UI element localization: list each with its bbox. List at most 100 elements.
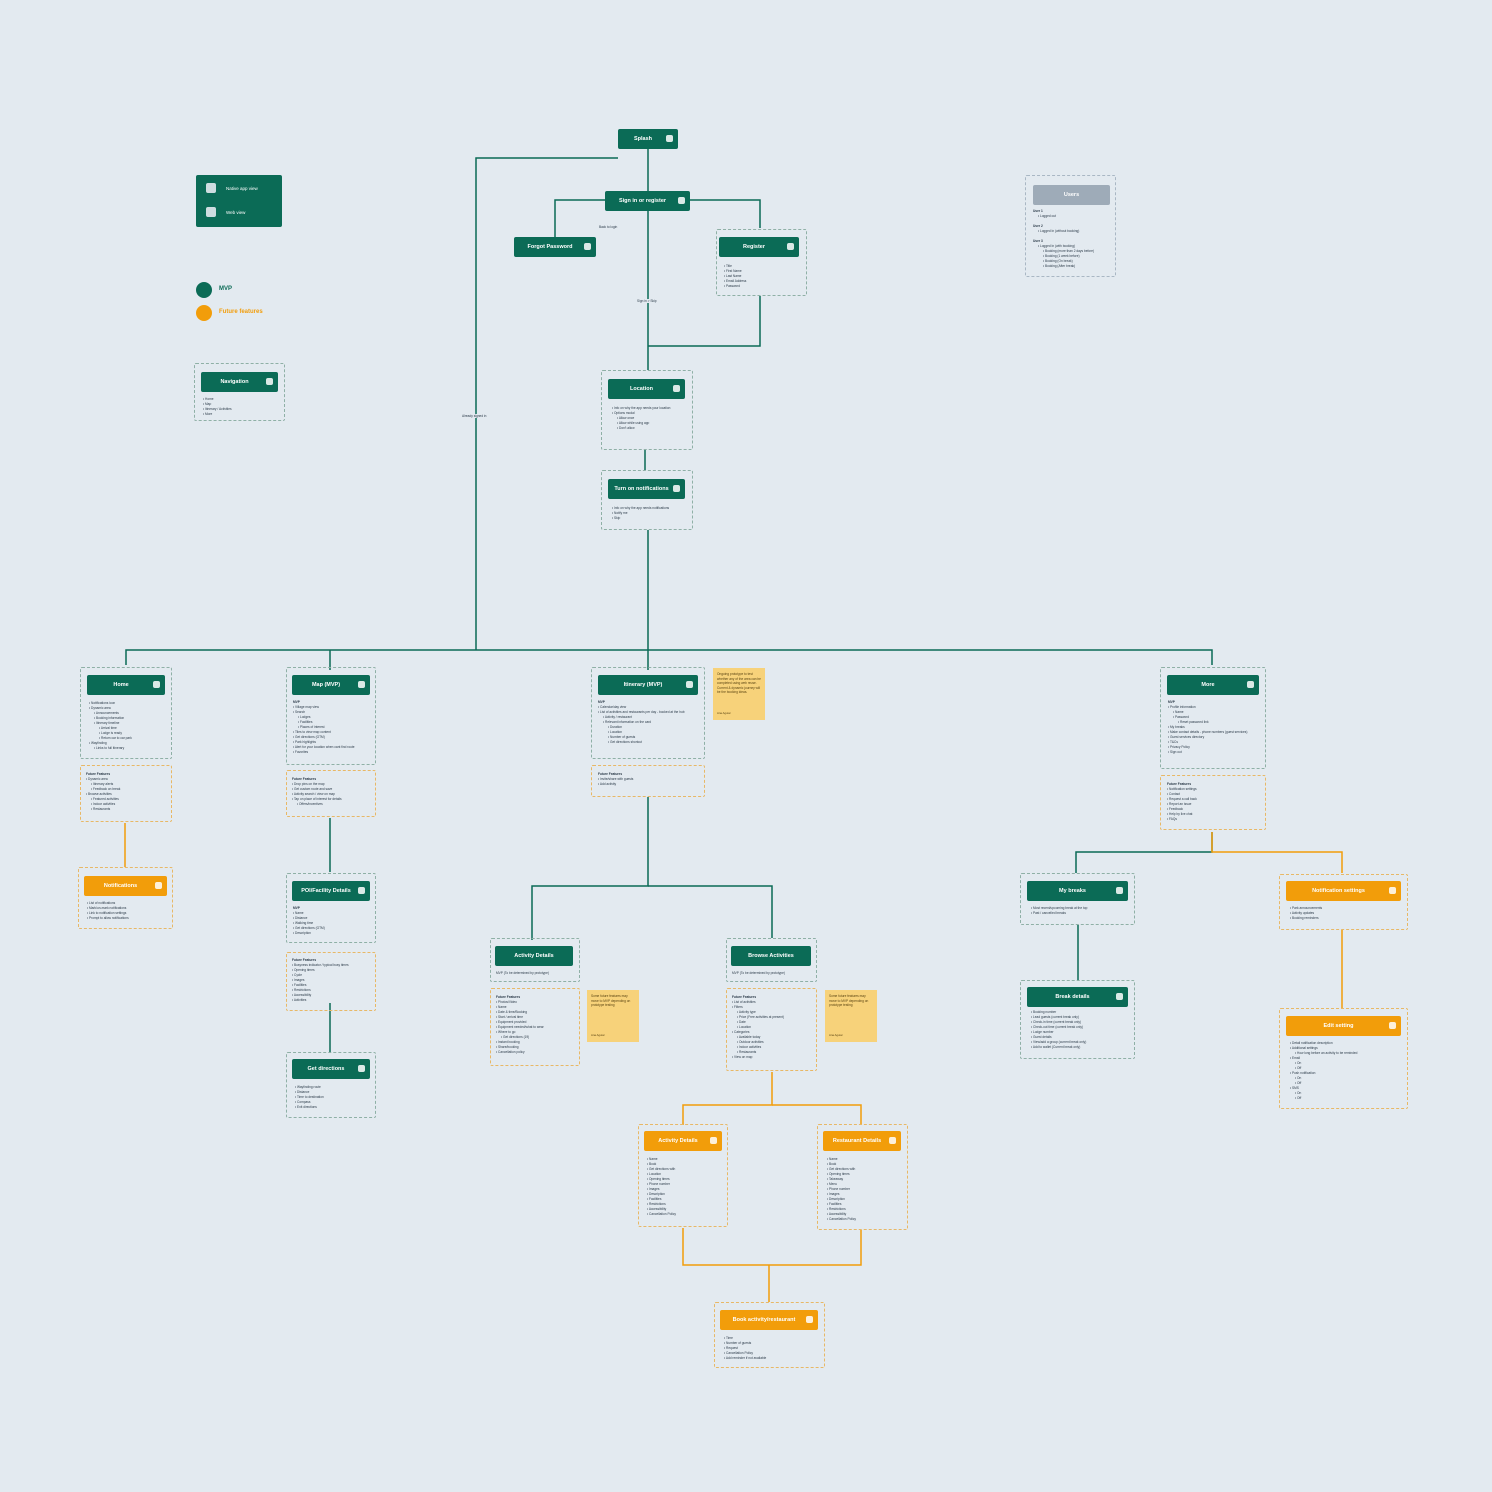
note-item: Date & time/Booking <box>496 1010 544 1015</box>
note-item: Detail notification description <box>1290 1041 1357 1046</box>
phone-icon <box>1389 1022 1396 1029</box>
note-item: Booking (On break) <box>1033 259 1094 264</box>
note-item: Get directions shortcut <box>598 740 698 745</box>
forgot-password-node[interactable]: Forgot Password <box>514 237 596 257</box>
notification-settings-node[interactable]: Notification settings <box>1286 881 1401 901</box>
book-card <box>714 1302 825 1368</box>
edit-setting-node[interactable]: Edit setting <box>1286 1016 1401 1036</box>
note-item: Location <box>732 1025 784 1030</box>
legend-web-label: Web view <box>226 209 246 215</box>
note-item: Don't allow <box>612 426 670 431</box>
note-item: Arrival time <box>89 726 132 731</box>
note-item: Opening times <box>647 1177 676 1182</box>
note-item: Itinerary alerts <box>86 782 120 787</box>
navigation-title: Navigation <box>220 379 249 385</box>
book-notes: Time Number of guests Request Cancellati… <box>724 1336 766 1361</box>
activity-details-node[interactable]: Activity Details <box>495 946 573 966</box>
register-node[interactable]: Register <box>719 237 799 257</box>
itinerary-node[interactable]: Itinerary (MVP) <box>598 675 698 695</box>
home-title: Home <box>113 682 129 688</box>
splash-node[interactable]: Splash <box>618 129 678 149</box>
map-future-notes: Future Features Drop pins on the map Get… <box>292 777 342 807</box>
note-item: Sign out <box>1168 750 1263 755</box>
home-node[interactable]: Home <box>87 675 165 695</box>
browse-card <box>726 938 817 982</box>
note-item: Add reminder if not available <box>724 1356 766 1361</box>
activity-details-card <box>490 938 580 982</box>
notifications-permission-node[interactable]: Turn on notifications <box>608 479 685 499</box>
forgot-title: Forgot Password <box>527 244 573 250</box>
note-item: Name <box>1168 710 1263 715</box>
note-item: Park announcements <box>1290 906 1322 911</box>
note-head: Future Features <box>732 995 757 999</box>
note-item: Village map view <box>293 705 355 710</box>
more-node[interactable]: More <box>1167 675 1259 695</box>
browse-mvp-note: MVP (To be determined by prototype) <box>732 971 785 975</box>
location-node[interactable]: Location <box>608 379 685 399</box>
activity-details-mvp-note: MVP (To be determined by prototype) <box>496 971 549 975</box>
more-card <box>1160 667 1266 769</box>
break-details-node[interactable]: Break details <box>1027 987 1128 1007</box>
restaurant-details-node[interactable]: Restaurant Details <box>823 1131 901 1151</box>
note-item: Busyness indicator / typical busy times <box>292 963 349 968</box>
note-item: Wayfinding <box>89 741 132 746</box>
itinerary-future-card <box>591 765 705 797</box>
register-title: Register <box>742 244 765 250</box>
note-head: Future Features <box>496 995 521 999</box>
notifications-permission-card <box>601 470 693 530</box>
note-item: Activity type <box>732 1010 784 1015</box>
poi-future-notes: Future Features Busyness indicator / typ… <box>292 958 349 1003</box>
navigation-card <box>194 363 285 421</box>
poi-node[interactable]: POI/Facility Details <box>292 881 370 901</box>
note-head: MVP <box>598 700 605 704</box>
sticky-text: Some future features may move to MVP dep… <box>591 994 631 1008</box>
note-item: Compass <box>295 1100 324 1105</box>
browse-sticky-note[interactable]: Some future features may move to MVP dep… <box>825 990 877 1042</box>
more-title: More <box>1201 682 1215 688</box>
itinerary-sticky-note[interactable]: Ongoing prototype to test whether any of… <box>713 668 765 720</box>
notifications-node[interactable]: Notifications <box>84 876 167 896</box>
break-details-title: Break details <box>1055 994 1090 1000</box>
note-item: Info on why the app needs notifications <box>612 506 669 511</box>
note-item: View on map <box>732 1055 784 1060</box>
note-item: Cancellation Policy <box>724 1351 766 1356</box>
note-head: Future Features <box>292 777 317 781</box>
note-item: Description <box>647 1192 676 1197</box>
note-item: More <box>203 412 232 417</box>
legend-view-types: Native app view Web view <box>196 175 282 227</box>
phone-icon <box>206 183 216 193</box>
map-node[interactable]: Map (MVP) <box>292 675 370 695</box>
activity-sticky-note[interactable]: Some future features may move to MVP dep… <box>587 990 639 1042</box>
note-item: Activity / restaurant <box>598 715 698 720</box>
note-item: On <box>1290 1061 1357 1066</box>
sticky-text: Ongoing prototype to test whether any of… <box>717 672 761 695</box>
note-item: Feedback <box>1167 807 1197 812</box>
note-head: Future Features <box>1167 782 1192 786</box>
map-future-card <box>286 770 376 817</box>
activity-details2-title: Activity Details <box>658 1138 698 1144</box>
note-item: Add to wallet (Current break only) <box>1031 1045 1086 1050</box>
book-node[interactable]: Book activity/restaurant <box>720 1310 818 1330</box>
note-item: Itinerary / Activities <box>203 407 232 412</box>
note-item: List of activities <box>732 1000 784 1005</box>
note-item: Booking (more than 2 days before) <box>1033 249 1094 254</box>
activity-details-future-node[interactable]: Activity Details <box>644 1131 722 1151</box>
activity-details-future-node-card <box>638 1124 728 1227</box>
restaurant-notes: Name Book Get directions with Opening ti… <box>827 1157 856 1222</box>
navigation-node[interactable]: Navigation <box>201 372 278 392</box>
note-item: Cancellation policy <box>496 1050 544 1055</box>
poi-future-card <box>286 952 376 1011</box>
note-item: Takeaway <box>827 1177 856 1182</box>
note-item: Phone number <box>647 1182 676 1187</box>
directions-node[interactable]: Get directions <box>292 1059 370 1079</box>
browse-activities-node[interactable]: Browse Activities <box>731 946 811 966</box>
edit-setting-title: Edit setting <box>1323 1023 1354 1029</box>
phone-icon <box>673 485 680 492</box>
note-item: Equipment provided <box>496 1020 544 1025</box>
notifications-card <box>78 867 173 929</box>
my-breaks-node[interactable]: My breaks <box>1027 881 1128 901</box>
more-future-notes: Future Features Notification settings Co… <box>1167 782 1197 822</box>
signin-node[interactable]: Sign in or register <box>605 191 690 211</box>
notif-settings-notes: Park announcements Activity updates Book… <box>1290 906 1322 921</box>
note-item: Relevant information on the card <box>598 720 698 725</box>
